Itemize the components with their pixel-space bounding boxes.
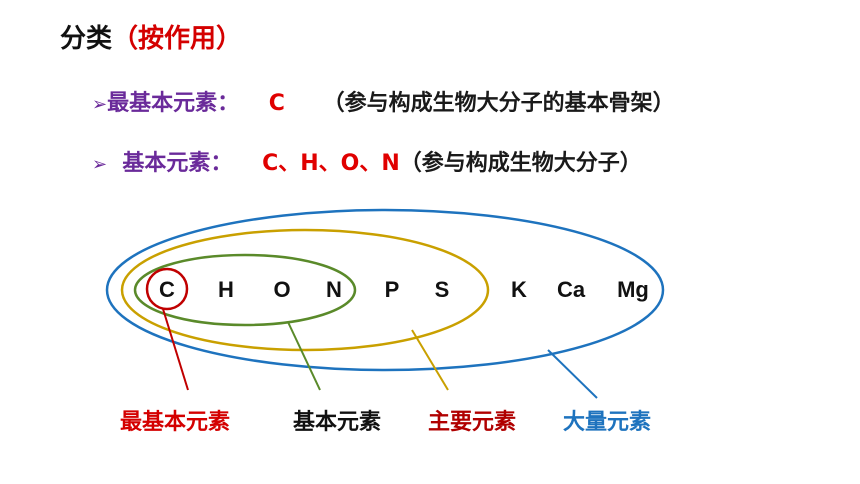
pointer-line-major bbox=[411, 329, 449, 391]
macro-elements-ellipse bbox=[105, 208, 665, 372]
element-symbol: H bbox=[218, 277, 234, 302]
row-label: 最基本元素： bbox=[107, 91, 240, 116]
category-label-basic: 基本元素 bbox=[293, 410, 382, 435]
pointer-line-macro bbox=[547, 349, 598, 399]
element-symbol: P bbox=[385, 277, 400, 302]
row-elements: C、H、O、N bbox=[262, 151, 400, 176]
element-symbol: Ca bbox=[557, 277, 586, 302]
basic-elements-ellipse bbox=[133, 253, 357, 327]
element-symbol: K bbox=[511, 277, 527, 302]
bullet-row-basic: ➢ 基本元素： C、H、O、N（参与构成生物大分子） bbox=[92, 145, 642, 177]
element-symbol: C bbox=[159, 277, 175, 302]
row-label: 基本元素： bbox=[122, 151, 233, 176]
category-label-macro: 大量元素 bbox=[563, 410, 652, 435]
arrow-bullet-icon: ➢ bbox=[92, 154, 108, 175]
pointer-line-most-basic bbox=[162, 308, 189, 391]
category-label-major: 主要元素 bbox=[428, 410, 517, 435]
row-note: （参与构成生物大分子） bbox=[399, 151, 642, 176]
row-note: （参与构成生物大分子的基本骨架） bbox=[322, 91, 675, 116]
arrow-bullet-icon: ➢ bbox=[92, 94, 108, 115]
category-label-most-basic: 最基本元素 bbox=[120, 410, 231, 435]
row-elements: C bbox=[268, 91, 285, 116]
pointer-line-basic bbox=[287, 321, 321, 391]
slide-title: 分类（按作用） bbox=[60, 18, 242, 55]
element-symbol: O bbox=[273, 277, 290, 302]
element-symbol: N bbox=[326, 277, 342, 302]
major-elements-ellipse bbox=[120, 228, 490, 352]
element-symbol: Mg bbox=[617, 277, 649, 302]
element-symbol: S bbox=[435, 277, 450, 302]
most-basic-circle bbox=[145, 267, 189, 311]
title-prefix: 分类 bbox=[60, 24, 113, 54]
title-paren: （按作用） bbox=[112, 24, 243, 54]
bullet-row-most-basic: ➢最基本元素： C （参与构成生物大分子的基本骨架） bbox=[92, 85, 675, 117]
